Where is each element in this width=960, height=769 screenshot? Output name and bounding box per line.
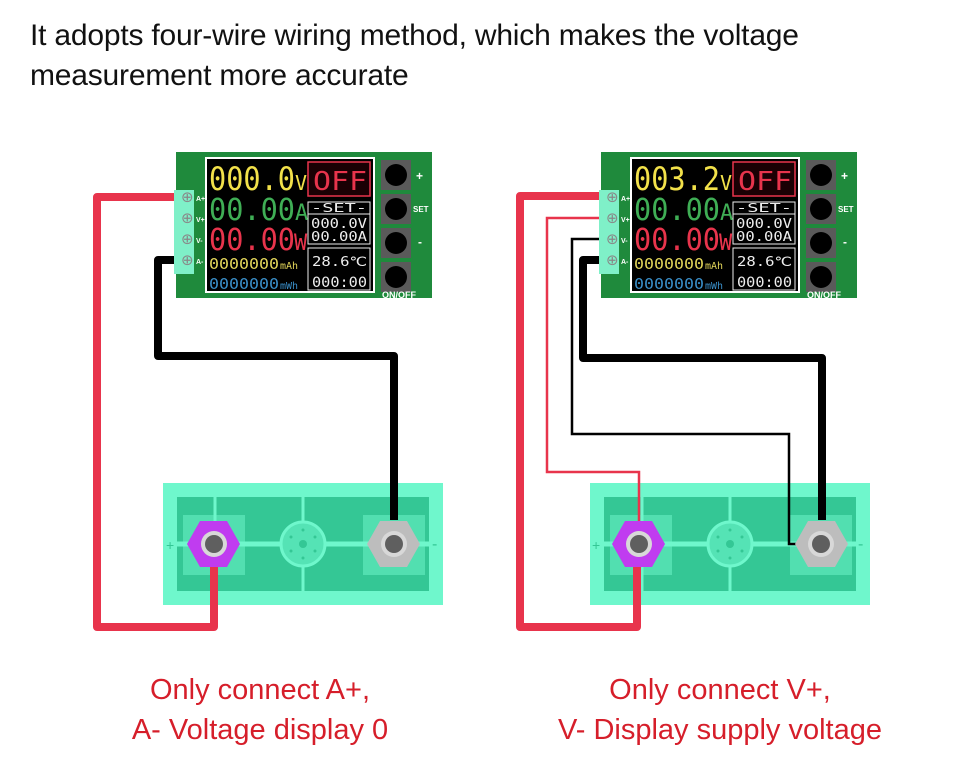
power-button-label: ON/OFF — [382, 290, 416, 300]
battery-negative-label: - — [432, 536, 437, 553]
current-unit: A — [720, 201, 733, 226]
left-caption-line-1: Only connect A+, — [149, 674, 371, 706]
temperature-reading: 28.6℃ — [737, 255, 792, 270]
timer-reading: 000:00 — [737, 275, 792, 291]
terminal-screws: ⊕ ⊕ ⊕ ⊕ — [181, 188, 194, 269]
wire-v-plus — [545, 216, 641, 528]
terminal-label-a-plus: A+ — [196, 196, 205, 203]
capacity-reading: 0000000 — [634, 255, 704, 273]
svg-text:⊕: ⊕ — [606, 188, 619, 206]
wire-a-plus — [93, 193, 218, 631]
right-diagram: + - ⊕ ⊕ ⊕ ⊕ A+ V+ V- A- 003.2 V 00.00 — [516, 151, 870, 631]
terminal-label-a-plus: A+ — [621, 196, 630, 203]
set-current: 00.00A — [736, 230, 792, 245]
svg-text:⊕: ⊕ — [606, 230, 619, 248]
right-caption-line-1: Only connect V+, — [609, 674, 831, 706]
voltage-reading: 000.0 — [209, 160, 295, 198]
capacity-unit: mAh — [705, 261, 723, 272]
plus-button-label: + — [841, 169, 848, 183]
set-voltage: 000.0V — [311, 217, 367, 232]
current-reading: 00.00 — [634, 193, 720, 228]
set-current: 00.00A — [311, 230, 367, 245]
plus-button-label: + — [416, 169, 423, 183]
set-button-label: SET — [838, 205, 854, 214]
left-caption: Only connect A+, A- Voltage display 0 — [60, 670, 460, 750]
minus-button-label: - — [843, 235, 847, 249]
timer-reading: 000:00 — [312, 275, 367, 291]
svg-text:⊕: ⊕ — [181, 209, 194, 227]
capacity-unit: mAh — [280, 261, 298, 272]
terminal-label-v-plus: V+ — [621, 217, 630, 224]
svg-text:⊕: ⊕ — [181, 251, 194, 269]
voltage-unit: V — [720, 171, 732, 195]
svg-text:⊕: ⊕ — [181, 230, 194, 248]
energy-unit: mWh — [280, 281, 298, 292]
set-button-label: SET — [413, 205, 429, 214]
right-caption: Only connect V+, V- Display supply volta… — [480, 670, 960, 750]
power-button-label: ON/OFF — [807, 290, 841, 300]
power-unit: W — [719, 231, 733, 256]
terminal-label-a-minus: A- — [621, 259, 629, 266]
wire-a-plus — [516, 192, 641, 631]
title-line-2: measurement more accurate — [30, 59, 409, 92]
voltage-unit: V — [295, 171, 307, 195]
power-reading: 00.00 — [634, 223, 720, 258]
capacity-reading: 0000000 — [209, 255, 279, 273]
battery-positive-label: + — [166, 537, 174, 553]
energy-unit: mWh — [705, 281, 723, 292]
left-diagram: + - ⊕ ⊕ ⊕ ⊕ A+ V+ V- A- 000.0 V — [93, 151, 443, 631]
battery-positive-label: + — [592, 537, 600, 553]
current-unit: A — [295, 201, 308, 226]
output-status: OFF — [738, 167, 792, 197]
set-label: -SET- — [311, 201, 367, 215]
svg-text:⊕: ⊕ — [181, 188, 194, 206]
meter-module: ⊕ ⊕ ⊕ ⊕ A+ V+ V- A- 003.2 V 00.00 A 00.0… — [598, 151, 858, 300]
terminal-label-v-minus: V- — [196, 238, 203, 245]
temperature-reading: 28.6℃ — [312, 255, 367, 270]
output-status: OFF — [313, 167, 367, 197]
current-reading: 00.00 — [209, 193, 295, 228]
energy-reading: 0000000 — [634, 275, 704, 293]
voltage-reading: 003.2 — [634, 160, 720, 198]
battery-negative-label: - — [858, 536, 863, 553]
wire-a-minus — [579, 256, 826, 520]
terminal-label-a-minus: A- — [196, 259, 204, 266]
right-caption-line-2: V- Display supply voltage — [558, 714, 882, 746]
terminal-label-v-plus: V+ — [196, 217, 205, 224]
energy-reading: 0000000 — [209, 275, 279, 293]
svg-text:⊕: ⊕ — [606, 209, 619, 227]
terminal-screws: ⊕ ⊕ ⊕ ⊕ — [606, 188, 619, 269]
power-unit: W — [294, 231, 308, 256]
meter-module: ⊕ ⊕ ⊕ ⊕ A+ V+ V- A- 000.0 V 00.00 A 00.0… — [173, 151, 433, 300]
terminal-label-v-minus: V- — [621, 238, 628, 245]
left-caption-line-2: A- Voltage display 0 — [131, 714, 389, 746]
title-line-1: It adopts four-wire wiring method, which… — [30, 19, 799, 52]
power-reading: 00.00 — [209, 223, 295, 258]
wire-a-minus — [154, 256, 398, 520]
svg-text:⊕: ⊕ — [606, 251, 619, 269]
wire-v-minus — [570, 237, 808, 546]
set-voltage: 000.0V — [736, 217, 792, 232]
minus-button-label: - — [418, 235, 422, 249]
set-label: -SET- — [736, 201, 792, 215]
page-title: It adopts four-wire wiring method, which… — [30, 16, 940, 96]
